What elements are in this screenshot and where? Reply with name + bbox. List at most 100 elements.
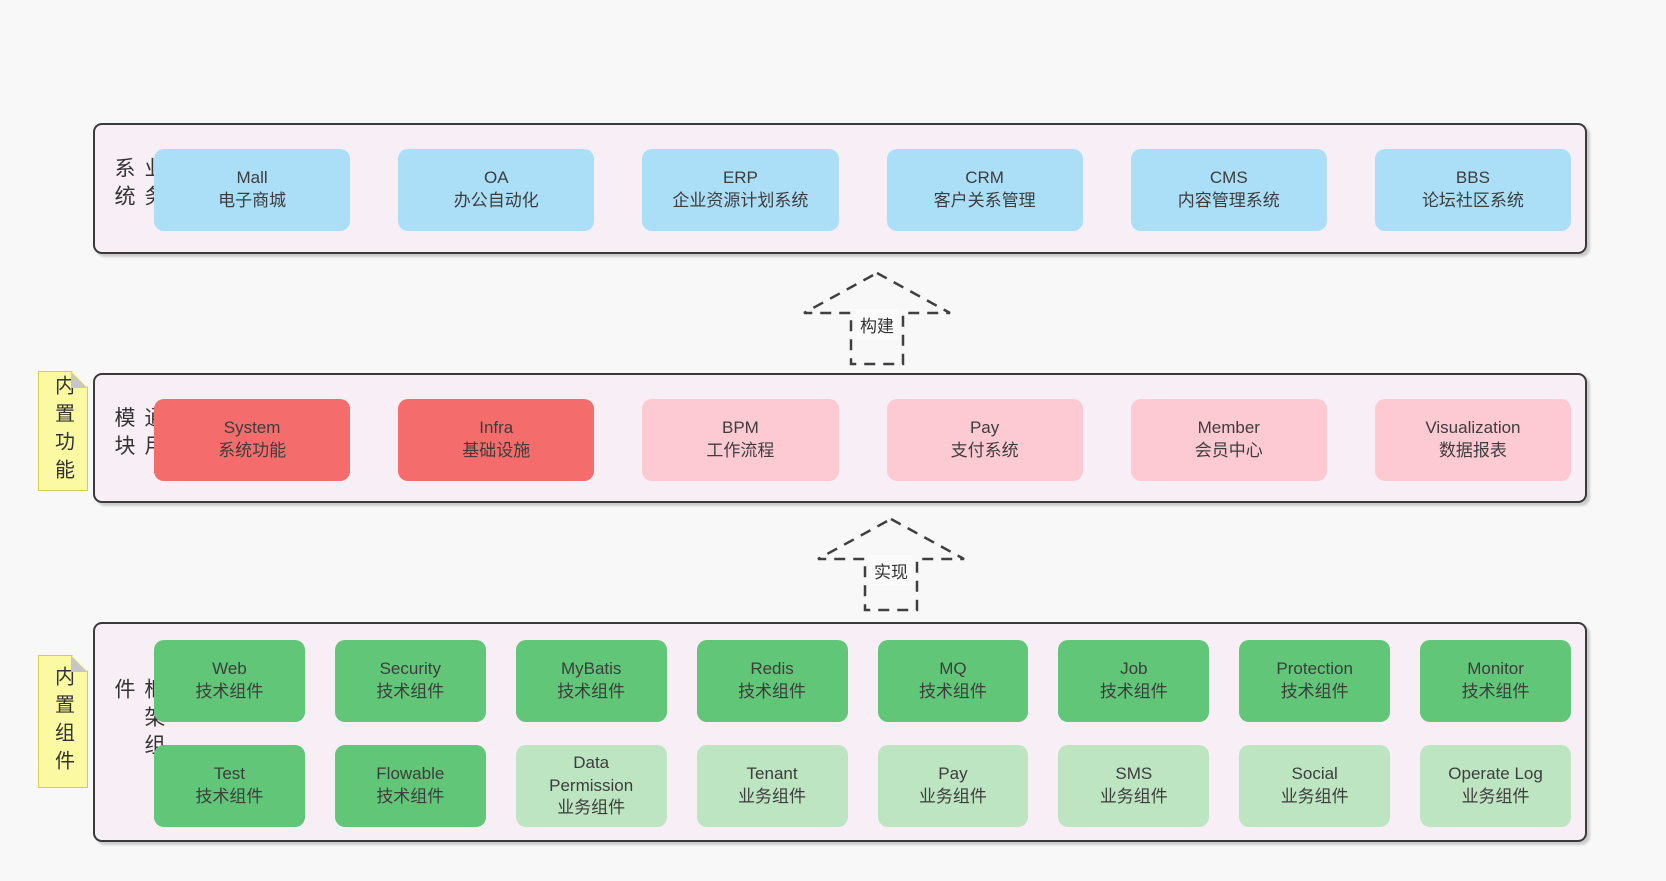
sticky-note-built-in-components: 内置组件 [38,655,88,788]
box-monitor: Monitor 技术组件 [1420,640,1571,722]
box-subtitle: 技术组件 [918,682,987,701]
box-cms: CMS 内容管理系统 [1130,149,1327,231]
box-title: Operate Log [1448,764,1543,784]
box-title: MQ [939,659,967,679]
box-pay: Pay 支付系统 [886,399,1083,481]
box-title: Web [212,659,247,679]
box-redis: Redis 技术组件 [696,640,848,722]
box-title: OA [483,168,509,188]
box-title: BBS [1455,168,1490,188]
box-title: Flowable [376,764,445,784]
box-subtitle: 客户关系管理 [933,191,1036,210]
box-web: Web 技术组件 [154,640,305,722]
box-bpm: BPM 工作流程 [642,399,839,481]
section-business-systems: 业务系统 Mall 电子商城 OA 办公自动化 ERP 企业资源计划系统 CRM… [93,123,1587,254]
box-title: Monitor [1467,659,1524,679]
box-mall: Mall 电子商城 [154,149,351,231]
box-member: Member 会员中心 [1130,399,1327,481]
box-operate-log: Operate Log 业务组件 [1420,745,1571,827]
box-subtitle: 技术组件 [195,682,264,701]
box-title: Infra [479,418,514,438]
box-title: Tenant [746,764,798,784]
box-title: Job [1120,659,1148,679]
box-subtitle: 技术组件 [1461,682,1530,701]
box-subtitle: 业务组件 [918,787,987,806]
box-subtitle: 业务组件 [1099,787,1168,806]
box-subtitle: 支付系统 [950,441,1019,460]
box-subtitle: 内容管理系统 [1177,191,1280,210]
box-subtitle: 技术组件 [376,787,445,806]
box-subtitle: 基础设施 [462,441,531,460]
business-systems-row: Mall 电子商城 OA 办公自动化 ERP 企业资源计划系统 CRM 客户关系… [154,149,1572,231]
box-subtitle: 业务组件 [1280,787,1349,806]
framework-components-grid: Web 技术组件 Security 技术组件 MyBatis 技术组件 Redi… [154,640,1571,827]
arrow-build-label: 构建 [856,309,898,340]
box-title: Visualization [1425,418,1521,438]
box-subtitle: 工作流程 [706,441,775,460]
sticky-note-built-in-functions: 内置功能 [38,371,88,491]
box-erp: ERP 企业资源计划系统 [642,149,839,231]
box-visualization: Visualization 数据报表 [1374,399,1572,481]
sticky-note-label: 内置功能 [51,375,74,487]
box-title: Data Permission [549,752,634,795]
box-title: Protection [1276,659,1353,679]
box-subtitle: 业务组件 [738,787,807,806]
box-subtitle: 企业资源计划系统 [672,191,809,210]
box-subtitle: 系统功能 [218,441,287,460]
box-security: Security 技术组件 [334,640,486,722]
box-title: ERP [722,168,758,188]
box-subtitle: 技术组件 [1280,682,1349,701]
arrow-implement-label: 实现 [870,555,912,586]
box-flowable: Flowable 技术组件 [334,745,486,827]
dashed-up-arrow-icon [803,271,951,366]
arrow-build: 构建 [802,270,952,367]
folded-corner-icon [71,656,87,672]
box-bbs: BBS 论坛社区系统 [1374,149,1572,231]
box-subtitle: 会员中心 [1194,441,1263,460]
box-tenant: Tenant 业务组件 [696,745,848,827]
box-title: SMS [1115,764,1153,784]
dashed-up-arrow-icon [817,517,965,612]
box-title: Pay [938,764,968,784]
box-pay-business: Pay 业务组件 [877,745,1029,827]
folded-corner-icon [71,372,87,388]
common-modules-row: System 系统功能 Infra 基础设施 BPM 工作流程 Pay 支付系统… [154,399,1572,481]
box-title: Redis [750,659,794,679]
box-subtitle: 数据报表 [1438,441,1507,460]
box-subtitle: 办公自动化 [453,191,539,210]
box-subtitle: 论坛社区系统 [1421,191,1524,210]
box-subtitle: 电子商城 [218,191,287,210]
box-mq: MQ 技术组件 [877,640,1029,722]
box-title: Security [379,659,442,679]
box-title: MyBatis [560,659,622,679]
box-title: Test [213,764,246,784]
box-title: Mall [236,168,268,188]
box-social: Social 业务组件 [1239,745,1391,827]
box-job: Job 技术组件 [1058,640,1210,722]
box-oa: OA 办公自动化 [398,149,595,231]
box-crm: CRM 客户关系管理 [886,149,1083,231]
box-protection: Protection 技术组件 [1239,640,1391,722]
arrow-implement: 实现 [816,516,966,613]
box-test: Test 技术组件 [154,745,305,827]
box-subtitle: 技术组件 [738,682,807,701]
box-subtitle: 技术组件 [195,787,264,806]
box-subtitle: 技术组件 [376,682,445,701]
box-subtitle: 技术组件 [1099,682,1168,701]
sticky-note-label: 内置组件 [51,665,74,778]
box-subtitle: 技术组件 [557,682,626,701]
box-sms: SMS 业务组件 [1058,745,1210,827]
section-framework-components: 框架组件 Web 技术组件 Security 技术组件 MyBatis 技术组件… [93,622,1587,842]
box-title: CMS [1209,168,1248,188]
box-title: Pay [969,418,1000,438]
box-subtitle: 业务组件 [1461,787,1530,806]
box-subtitle: 业务组件 [557,798,626,818]
box-title: System [223,418,281,438]
box-title: BPM [722,418,759,438]
box-mybatis: MyBatis 技术组件 [515,640,667,722]
section-common-modules: 通用模块 System 系统功能 Infra 基础设施 BPM 工作流程 Pay… [93,373,1587,503]
box-title: CRM [965,168,1004,188]
box-data-permission: Data Permission 业务组件 [515,745,667,827]
box-system: System 系统功能 [154,399,351,481]
